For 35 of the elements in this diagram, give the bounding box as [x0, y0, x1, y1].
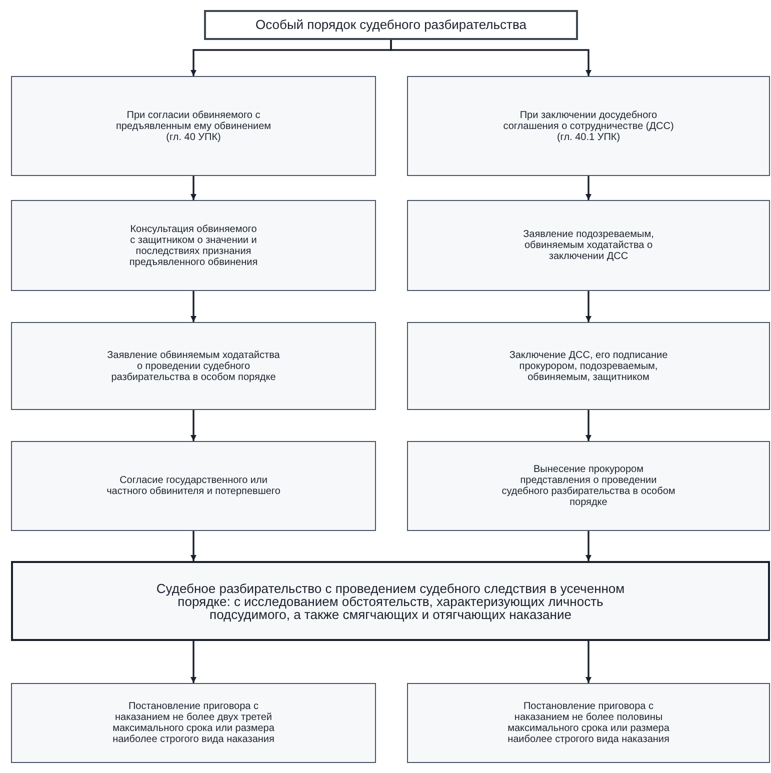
arrow: [190, 176, 196, 200]
arrow: [390, 40, 592, 76]
process-box: [11, 441, 376, 531]
box-text: При заключении досудебного соглашения о сотрудничестве (ДСС) (гл. 40.1 УПК): [502, 110, 675, 142]
arrow: [586, 410, 592, 441]
box-text: Заявление обвиняемым ходатайства о проведении судебного разбирательства в особом порядке: [106, 350, 281, 382]
arrow: [586, 641, 592, 683]
box-text: Постановление приговора с наказанием не более двух третей максимального срока или размера наиболее строгого вида наказания: [112, 701, 276, 745]
box-text: Заключение ДСС, его подписание прокурором, подозреваемым, обвиняемым, защитником: [508, 350, 669, 382]
arrow: [586, 176, 592, 200]
box-text: При согласии обвиняемого с предъявленным ему обвинением (гл. 40 УПК): [114, 110, 272, 142]
box-text: Постановление приговора с наказанием не более половины максимального срока или размера наиболее строгого вида наказания: [506, 701, 670, 745]
arrow: [586, 531, 592, 561]
arrow: [190, 291, 196, 322]
process-box: [11, 322, 376, 410]
process-box: [204, 10, 578, 40]
arrow: [586, 291, 592, 322]
process-box: [11, 683, 376, 763]
process-box: [407, 683, 770, 763]
box-text: Заявление подозреваемым, обвиняемым ходатайства о заключении ДСС: [522, 229, 655, 262]
process-box: [11, 561, 770, 641]
box-text: Вынесение прокурором представления о проведении судебного разбирательства в особом порядке: [500, 464, 676, 508]
process-box: [407, 76, 770, 176]
process-box: [11, 200, 376, 291]
box-text: Особый порядок судебного разбирательства: [256, 17, 526, 33]
box-text: Согласие государственного или частного обвинителя и потерпевшего: [106, 475, 282, 497]
arrow: [190, 410, 196, 441]
box-text: Судебное разбирательство с проведением судебного следствия в усеченном порядке: с исследованием обстоятельств, характеризующих личность подсудимого, а также смягчающих и отягчающих наказание: [155, 582, 626, 620]
process-box: [407, 322, 770, 410]
process-box: [407, 200, 770, 291]
box-text: Консультация обвиняемого с защитником о значении и последствиях признания предъявленного обвинения: [128, 224, 259, 268]
arrow: [190, 641, 196, 683]
process-box: [11, 76, 376, 176]
process-box: [407, 441, 770, 531]
arrow: [190, 531, 196, 561]
